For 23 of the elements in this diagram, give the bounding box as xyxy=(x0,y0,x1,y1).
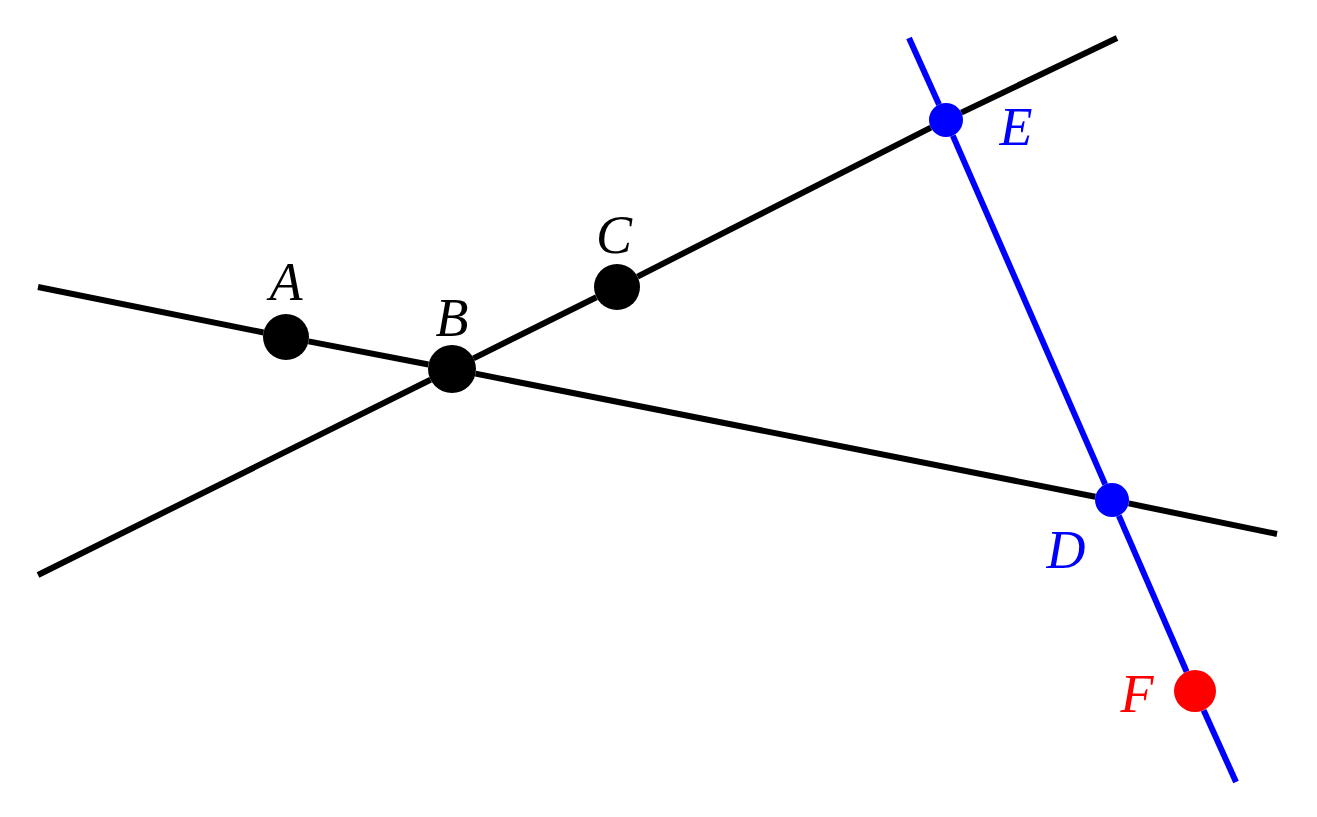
line-segment xyxy=(1116,514,1190,673)
line-segment xyxy=(1128,500,1278,537)
line-segment xyxy=(906,36,942,106)
point-label: B xyxy=(435,291,469,345)
point-dot xyxy=(594,264,640,310)
point-dot xyxy=(263,314,309,360)
line-segment xyxy=(950,134,1108,486)
line-segment xyxy=(308,338,429,368)
line-segment xyxy=(960,35,1119,116)
point-label: D xyxy=(1046,523,1086,577)
point-dot xyxy=(1174,670,1216,712)
line-segment xyxy=(636,125,933,280)
point-label: C xyxy=(596,208,632,262)
line-segment xyxy=(37,284,265,336)
point-label: E xyxy=(999,100,1033,154)
point-label: F xyxy=(1120,667,1154,721)
line-segment xyxy=(1200,708,1239,784)
line-segment xyxy=(474,370,1096,500)
line-segment xyxy=(36,377,432,578)
point-dot xyxy=(1095,483,1129,517)
point-dot xyxy=(929,103,963,137)
line-segment xyxy=(472,294,598,361)
point-dot xyxy=(428,345,476,393)
